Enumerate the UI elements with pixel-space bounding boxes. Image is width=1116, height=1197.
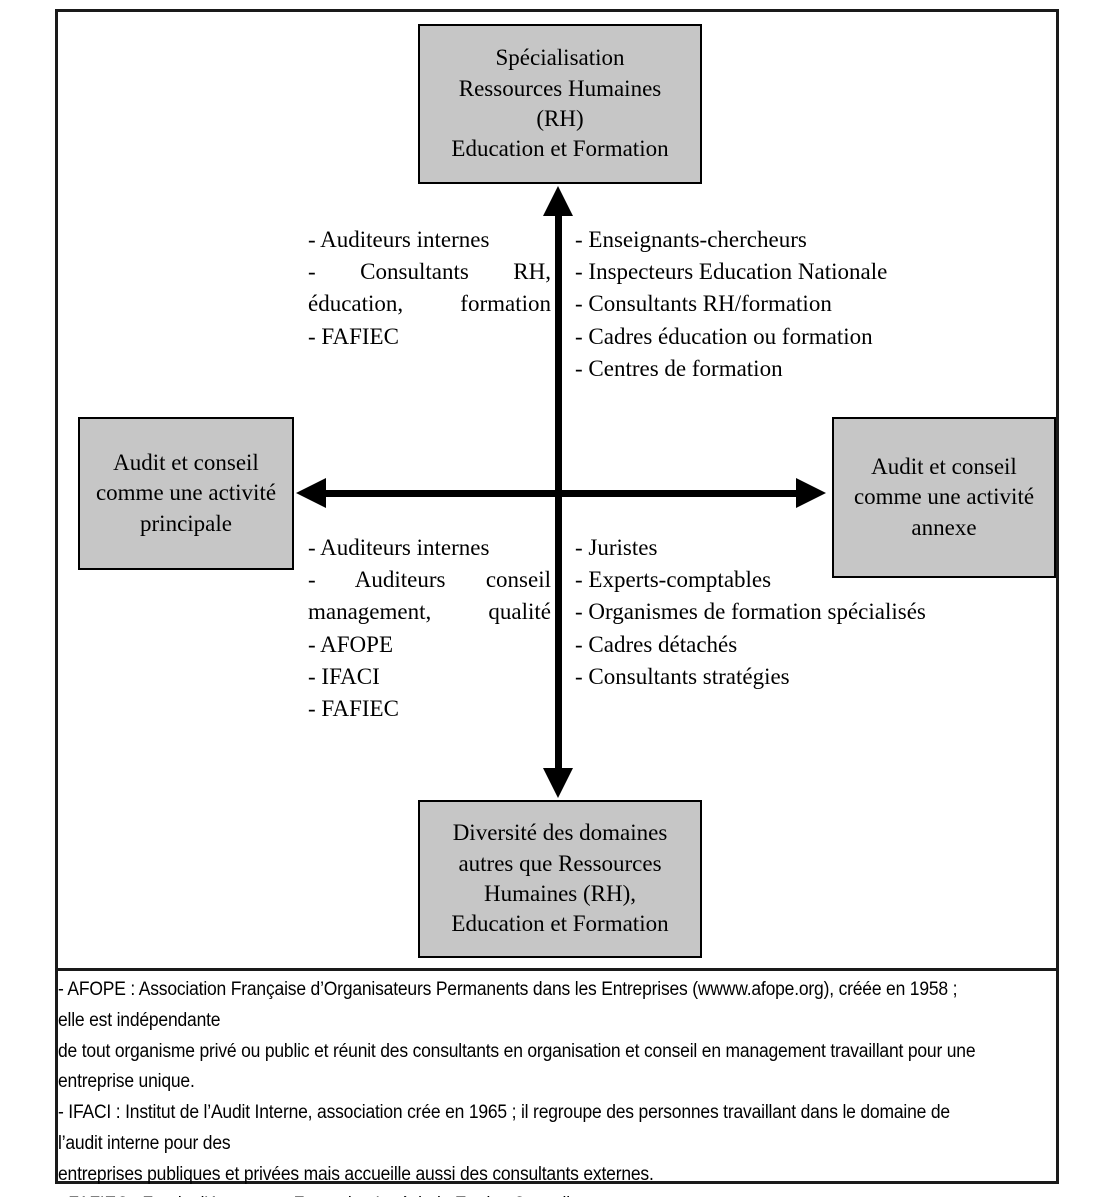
footnote-line: - FAFIEC : Fonds d’Assurance Formation I… bbox=[58, 1190, 978, 1197]
list-item: - Auditeurs internes bbox=[308, 535, 490, 560]
axis-box-right-line-1: Audit et conseil bbox=[871, 453, 1017, 479]
axis-box-bottom-line-3: Humaines (RH), bbox=[483, 881, 637, 906]
quadrant-bottom-left-list: - Auditeurs internes - Auditeurs conseil… bbox=[308, 532, 551, 725]
footnote-line: - AFOPE : Association Française d’Organi… bbox=[58, 979, 958, 1031]
axis-box-top-line-1: Spécialisation bbox=[495, 45, 625, 71]
list-item: - Cadres détachés bbox=[575, 631, 738, 657]
quadrant-top-left-list: - Auditeurs internes - Consultants RH, é… bbox=[308, 224, 551, 353]
list-item: - Cadres éducation ou formation bbox=[575, 323, 873, 349]
list-item: - Consultants stratégies bbox=[575, 663, 790, 689]
axis-box-left-line-1: Audit et conseil bbox=[113, 449, 259, 475]
arrow-right-icon bbox=[796, 478, 826, 508]
axis-box-top: Spécialisation Ressources Humaines (RH) … bbox=[418, 24, 702, 184]
axis-box-right: Audit et conseil comme une activité anne… bbox=[832, 417, 1056, 578]
list-item: - IFACI bbox=[308, 663, 380, 689]
list-item: - FAFIEC bbox=[308, 695, 399, 721]
list-item: - Consultants RH/formation bbox=[575, 291, 832, 317]
footnote-block: - AFOPE : Association Française d’Organi… bbox=[58, 975, 978, 1197]
list-item: - Centres de formation bbox=[575, 355, 783, 381]
list-item: - Experts-comptables bbox=[575, 567, 772, 593]
list-item: - Enseignants-chercheurs bbox=[575, 227, 807, 252]
list-item: - Auditeurs internes bbox=[308, 227, 490, 252]
axis-box-top-line-4: Education et Formation bbox=[451, 136, 669, 162]
axis-box-left-line-3: principale bbox=[140, 510, 232, 536]
list-item: - AFOPE bbox=[308, 631, 393, 657]
footnote-line: entreprises publiques et privées mais ac… bbox=[58, 1163, 654, 1185]
arrow-down-icon bbox=[543, 768, 573, 798]
list-item: - Consultants RH, éducation, formation bbox=[308, 259, 551, 317]
axis-box-right-line-3: annexe bbox=[911, 514, 977, 540]
axis-box-bottom-line-1: Diversité des domaines bbox=[452, 820, 668, 846]
axis-box-right-line-2: comme une activité bbox=[853, 484, 1035, 510]
axis-box-bottom-line-2: autres que Ressources bbox=[458, 850, 662, 876]
horizontal-axis-line bbox=[310, 490, 812, 497]
axis-box-left: Audit et conseil comme une activité prin… bbox=[78, 417, 294, 570]
arrow-up-icon bbox=[543, 186, 573, 216]
outer-frame-border bbox=[55, 9, 1059, 1184]
axis-box-top-line-2: Ressources Humaines bbox=[458, 75, 662, 101]
list-item: - Inspecteurs Education Nationale bbox=[575, 259, 888, 285]
axis-box-bottom: Diversité des domaines autres que Ressou… bbox=[418, 800, 702, 958]
list-item: - Juristes bbox=[575, 535, 658, 560]
footnote-divider bbox=[58, 968, 1056, 971]
footnote-line: de tout organisme privé ou public et réu… bbox=[58, 1040, 976, 1093]
quadrant-top-right-list: - Enseignants-chercheurs - Inspecteurs E… bbox=[575, 224, 975, 385]
arrow-left-icon bbox=[296, 478, 326, 508]
footnote-line: - IFACI : Institut de l’Audit Interne, a… bbox=[58, 1102, 950, 1154]
axis-box-left-line-2: comme une activité bbox=[95, 480, 277, 506]
axis-box-bottom-line-4: Education et Formation bbox=[451, 911, 669, 937]
quadrant-bottom-right-list: - Juristes - Experts-comptables - Organi… bbox=[575, 532, 1015, 693]
axis-box-top-line-3: (RH) bbox=[536, 106, 584, 131]
list-item: - FAFIEC bbox=[308, 323, 399, 349]
list-item: - Organismes de formation spécialisés bbox=[575, 599, 926, 625]
list-item: - Auditeurs conseil management, qualité bbox=[308, 567, 551, 625]
